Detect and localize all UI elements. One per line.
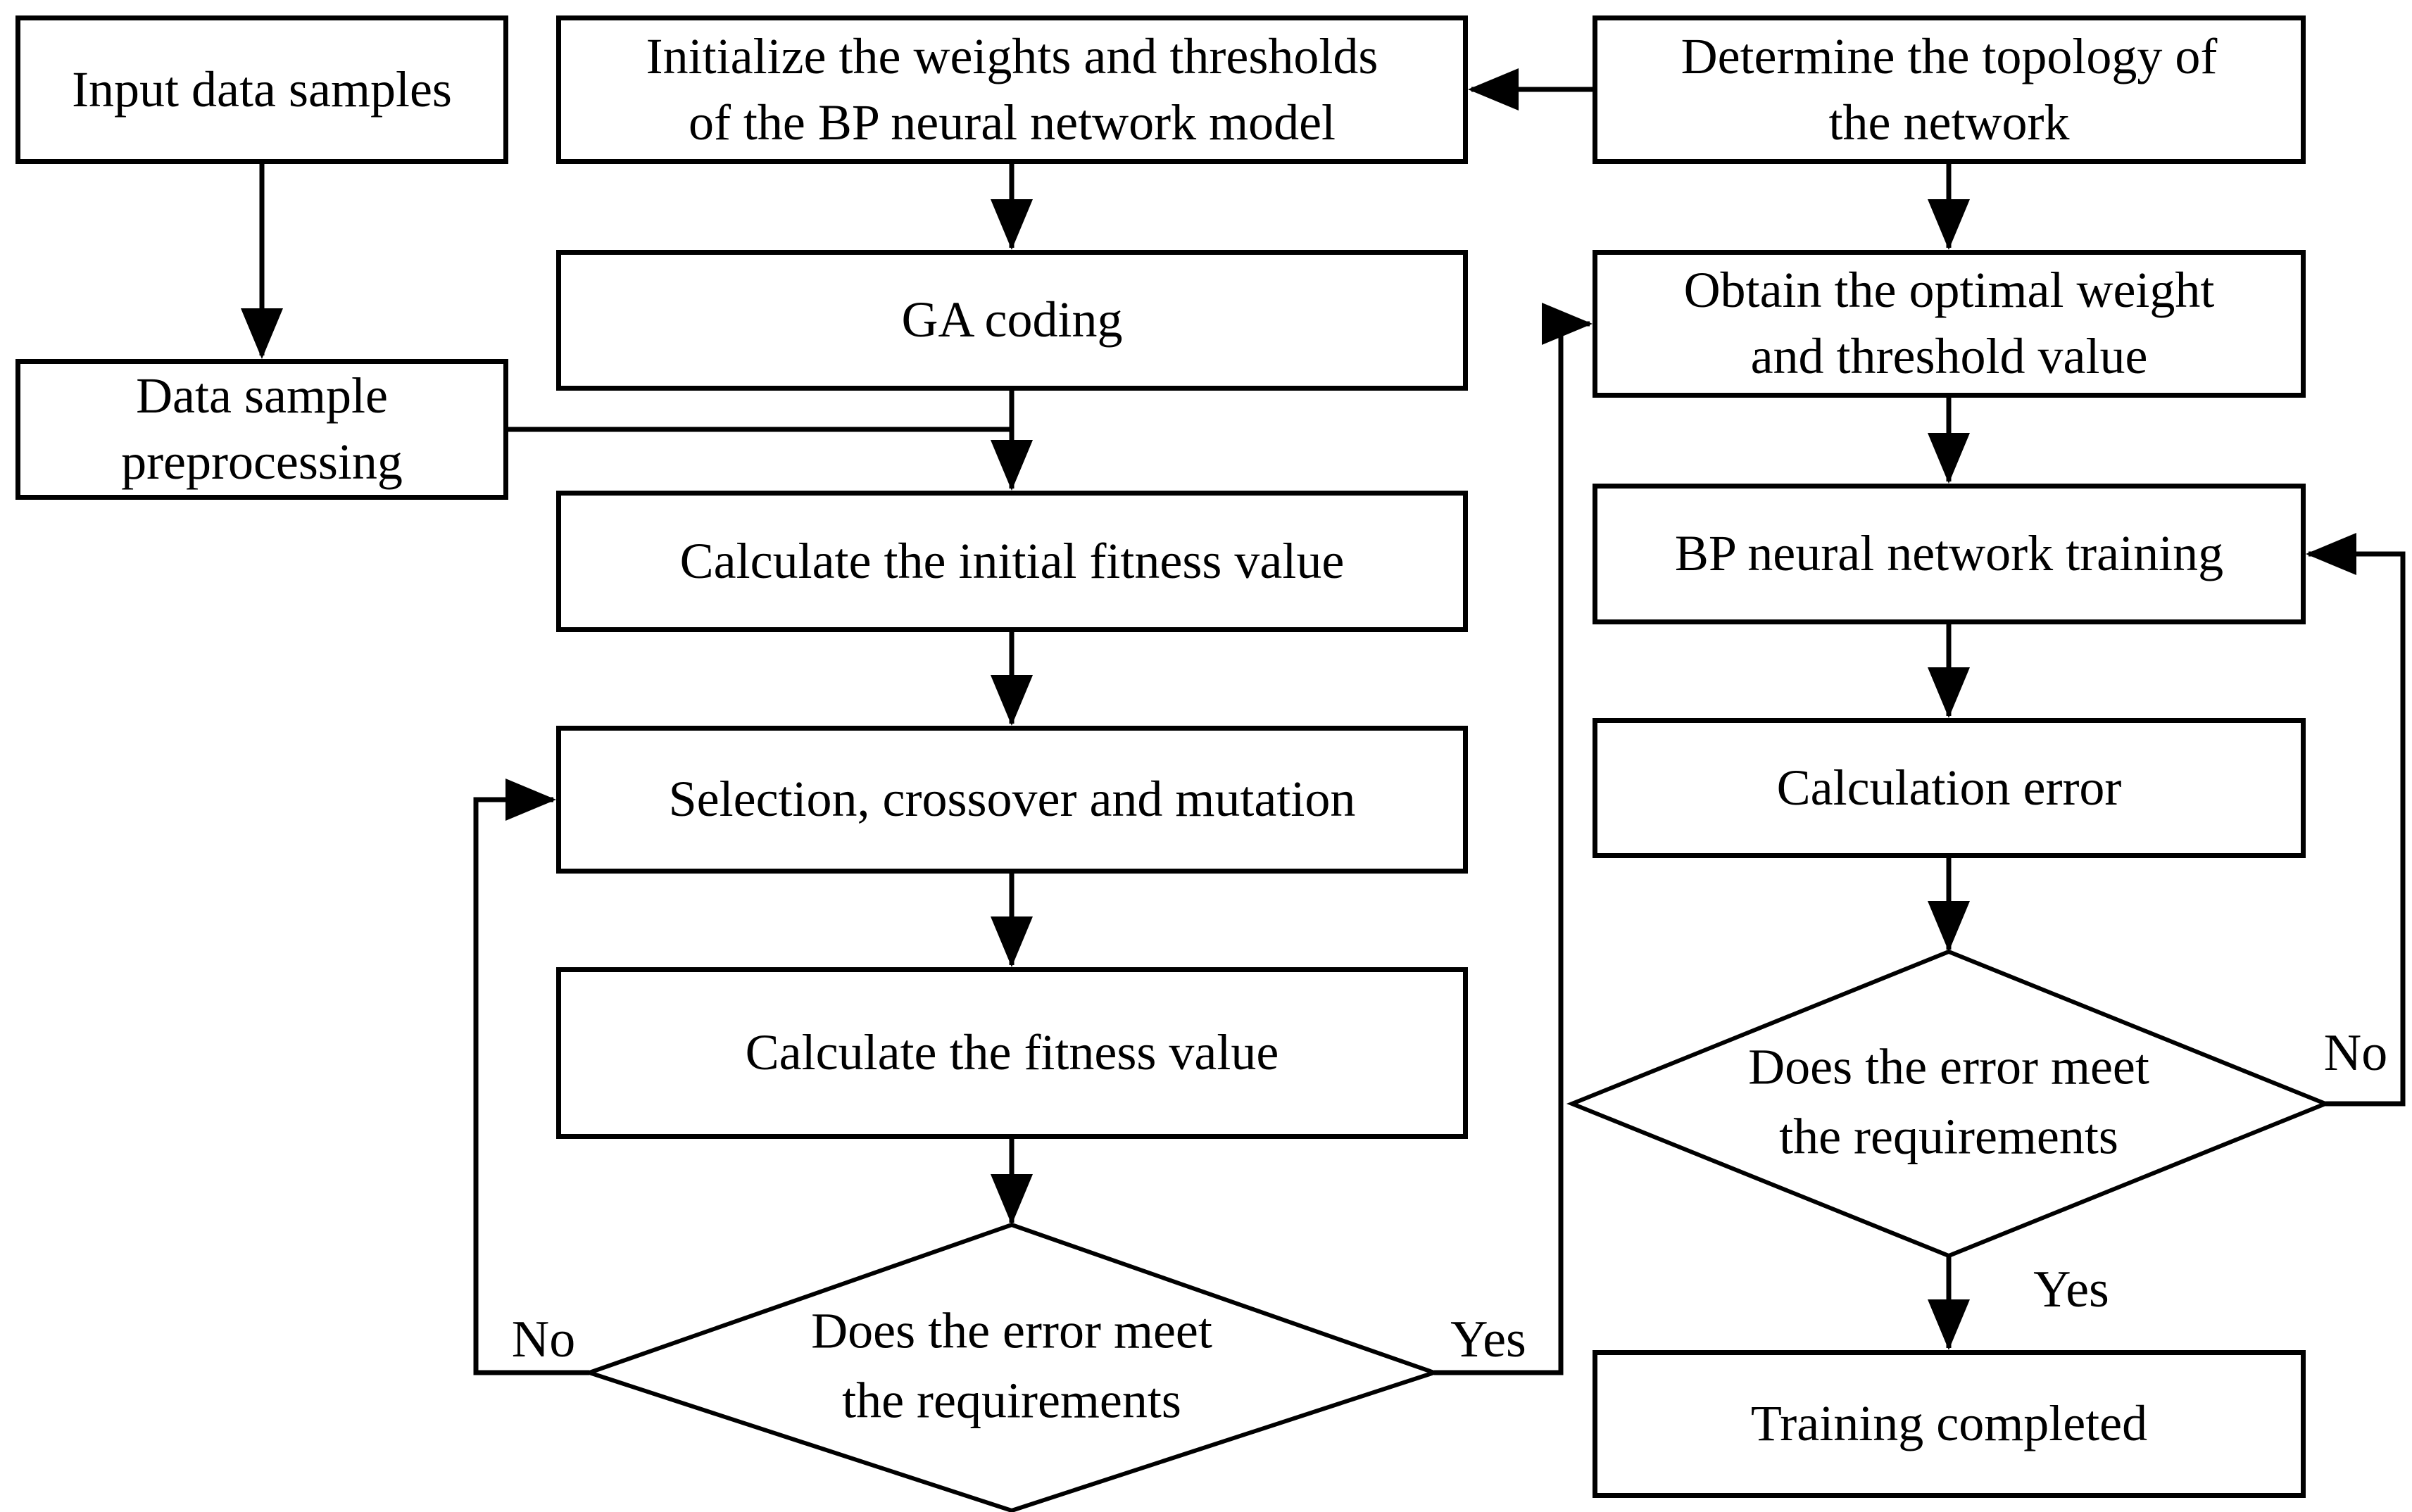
arrowhead-down-calcerror xyxy=(1928,667,1970,718)
arrowhead-down-preprocess xyxy=(241,308,283,359)
arrowhead-left-initialize xyxy=(1468,68,1519,111)
node-label: Determine the topology of the network xyxy=(1681,27,2218,151)
edge-decision-bp-no-loop xyxy=(2309,551,2406,1107)
arrowhead-left-bptrain-loop xyxy=(2306,533,2356,575)
node-label: Selection, crossover and mutation xyxy=(668,771,1356,828)
decision-ga-diamond xyxy=(582,1222,1441,1512)
node-obtain-optimal-weight: Obtain the optimal weight and threshold … xyxy=(1593,250,2306,398)
arrowhead-right-obtain-yes xyxy=(1542,303,1593,345)
node-data-sample-preprocessing: Data sample preprocessing xyxy=(15,359,508,500)
arrowhead-down-ga xyxy=(991,199,1033,250)
edge-label-ga-no: No xyxy=(511,1311,576,1368)
node-ga-coding: GA coding xyxy=(556,250,1468,391)
arrowhead-down-calcfit xyxy=(991,916,1033,967)
node-determine-topology: Determine the topology of the network xyxy=(1593,15,2306,164)
decision-bp-label: Does the error meet the requirements xyxy=(1748,1038,2149,1165)
node-label: Training completed xyxy=(1750,1395,2148,1452)
node-calculate-initial-fitness: Calculate the initial fitness value xyxy=(556,491,1468,632)
node-label: Calculate the initial fitness value xyxy=(679,532,1345,589)
node-calculate-fitness-value: Calculate the fitness value xyxy=(556,967,1468,1139)
node-label: Obtain the optimal weight and threshold … xyxy=(1683,262,2215,384)
node-bp-neural-network-training: BP neural network training xyxy=(1593,484,2306,624)
node-label: Initialize the weights and thresholds of… xyxy=(646,27,1378,151)
node-label: Calculation error xyxy=(1776,759,2122,816)
node-label: BP neural network training xyxy=(1674,525,2224,582)
node-label: GA coding xyxy=(901,291,1123,348)
arrowhead-down-selection xyxy=(991,675,1033,726)
arrowhead-right-selection-loop xyxy=(505,779,556,821)
arrowhead-down-decision-ga xyxy=(991,1174,1033,1225)
edge-label-bp-yes: Yes xyxy=(2033,1261,2109,1318)
node-label: Data sample preprocessing xyxy=(121,367,403,490)
node-calculation-error: Calculation error xyxy=(1593,718,2306,858)
node-initialize-weights-thresholds: Initialize the weights and thresholds of… xyxy=(556,15,1468,164)
node-training-completed: Training completed xyxy=(1593,1350,2306,1498)
decision-ga-label: Does the error meet the requirements xyxy=(811,1302,1212,1429)
arrowhead-down-obtain xyxy=(1928,199,1970,250)
node-label: Input data samples xyxy=(72,61,452,118)
arrowhead-down-calcinit xyxy=(991,440,1033,491)
arrowhead-down-done xyxy=(1928,1299,1970,1350)
node-input-data-samples: Input data samples xyxy=(15,15,508,164)
edge-label-bp-no: No xyxy=(2323,1024,2388,1082)
arrowhead-down-decision-bp xyxy=(1928,901,1970,952)
edge-label-ga-yes: Yes xyxy=(1450,1311,1526,1368)
node-selection-crossover-mutation: Selection, crossover and mutation xyxy=(556,726,1468,874)
arrowhead-down-bptrain xyxy=(1928,433,1970,484)
node-label: Calculate the fitness value xyxy=(745,1024,1279,1081)
